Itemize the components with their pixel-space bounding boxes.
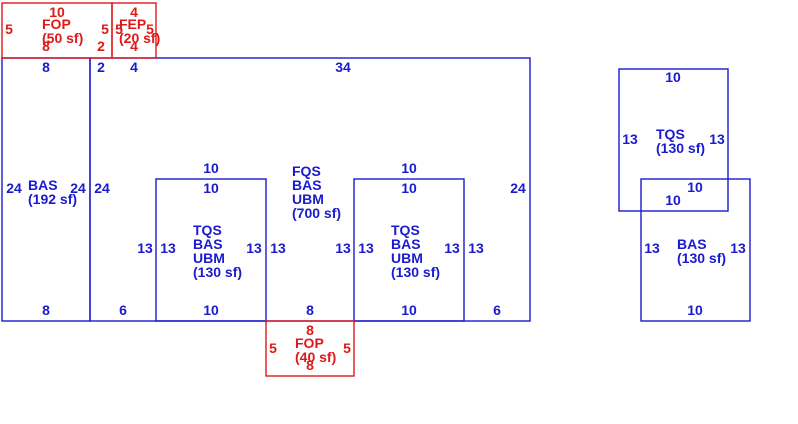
main-bottom-c-dim: 6 (493, 302, 501, 318)
fep-top-code: FEP (119, 16, 146, 32)
fop-top-size: (50 sf) (42, 30, 83, 46)
bas-right-top-dim: 10 (687, 179, 703, 195)
fop-bottom-right-dim: 5 (343, 340, 351, 356)
tqs-right-top-dim: 10 (665, 69, 681, 85)
tqs-a-right-outer-dim: 13 (270, 240, 286, 256)
tqs-b-code-3: UBM (391, 250, 423, 266)
main-right-dim: 24 (510, 180, 526, 196)
main-top-mid-left-dim: 4 (130, 59, 138, 75)
tqs-b-bottom-dim: 10 (401, 302, 417, 318)
tqs-a-top-inner-dim: 10 (203, 180, 219, 196)
fop-bottom-outline (265, 320, 355, 377)
tqs-right-outline (618, 68, 729, 212)
tqs-b-size: (130 sf) (391, 264, 440, 280)
tqs-b-right-outer-dim: 13 (468, 240, 484, 256)
fop-bottom-code: FOP (295, 335, 324, 351)
tqs-a-outline (155, 178, 267, 322)
fop-bottom-top-dim: 8 (306, 322, 314, 338)
bas-left-code: BAS (28, 177, 58, 193)
tqs-right-left-dim: 13 (622, 131, 638, 147)
fop-top-bottom-right-dim: 2 (97, 38, 105, 54)
fep-top-top-dim: 4 (130, 4, 138, 20)
bas-right-code: BAS (677, 236, 707, 252)
bas-right-left-dim: 13 (644, 240, 660, 256)
tqs-b-top-inner-dim: 10 (401, 180, 417, 196)
tqs-a-right-inner-dim: 13 (246, 240, 262, 256)
tqs-right-right-dim: 13 (709, 131, 725, 147)
tqs-b-left-outer-dim: 13 (335, 240, 351, 256)
tqs-a-bottom-dim: 10 (203, 302, 219, 318)
bas-left-right-dim: 24 (70, 180, 86, 196)
fep-top-right-dim: 5 (146, 21, 154, 37)
fep-top-size: (20 sf) (119, 30, 160, 46)
tqs-a-code-2: BAS (193, 236, 223, 252)
tqs-b-left-inner-dim: 13 (358, 240, 374, 256)
main-bottom-b-dim: 8 (306, 302, 314, 318)
tqs-a-left-outer-dim: 13 (137, 240, 153, 256)
bas-right-outline (640, 178, 751, 322)
fop-top-right-dim: 5 (101, 21, 109, 37)
bas-right-right-dim: 13 (730, 240, 746, 256)
bas-right-bottom-dim: 10 (687, 302, 703, 318)
fop-bottom-size: (40 sf) (295, 349, 336, 365)
main-code-1: FQS (292, 163, 321, 179)
main-size: (700 sf) (292, 205, 341, 221)
tqs-b-outline (353, 178, 465, 322)
fop-top-code: FOP (42, 16, 71, 32)
tqs-right-size: (130 sf) (656, 140, 705, 156)
fop-top-left-dim: 5 (5, 21, 13, 37)
main-top-left-dim: 2 (97, 59, 105, 75)
bas-right-size: (130 sf) (677, 250, 726, 266)
tqs-b-code-1: TQS (391, 222, 420, 238)
fop-top-top-dim: 10 (49, 4, 65, 20)
fop-top-bottom-dim: 8 (42, 38, 50, 54)
fop-bottom-left-dim: 5 (269, 340, 277, 356)
fop-bottom-bottom-dim: 8 (306, 357, 314, 373)
bas-left-bottom-dim: 8 (42, 302, 50, 318)
bas-left-size: (192 sf) (28, 191, 77, 207)
tqs-a-code-3: UBM (193, 250, 225, 266)
tqs-b-right-inner-dim: 13 (444, 240, 460, 256)
bas-left-left-dim: 24 (6, 180, 22, 196)
fep-top-bottom-dim: 4 (130, 38, 138, 54)
fep-top-outline (111, 2, 157, 59)
tqs-a-top-outer-dim: 10 (203, 160, 219, 176)
fep-top-left-dim: 5 (115, 21, 123, 37)
tqs-a-size: (130 sf) (193, 264, 242, 280)
tqs-a-left-inner-dim: 13 (160, 240, 176, 256)
main-left-dim: 24 (94, 180, 110, 196)
tqs-right-code: TQS (656, 126, 685, 142)
tqs-a-code-1: TQS (193, 222, 222, 238)
bas-left-top-dim: 8 (42, 59, 50, 75)
main-bottom-a-dim: 6 (119, 302, 127, 318)
tqs-right-bottom-dim: 10 (665, 192, 681, 208)
tqs-b-code-2: BAS (391, 236, 421, 252)
tqs-b-top-outer-dim: 10 (401, 160, 417, 176)
main-code-3: UBM (292, 191, 324, 207)
main-code-2: BAS (292, 177, 322, 193)
main-top-dim: 34 (335, 59, 351, 75)
